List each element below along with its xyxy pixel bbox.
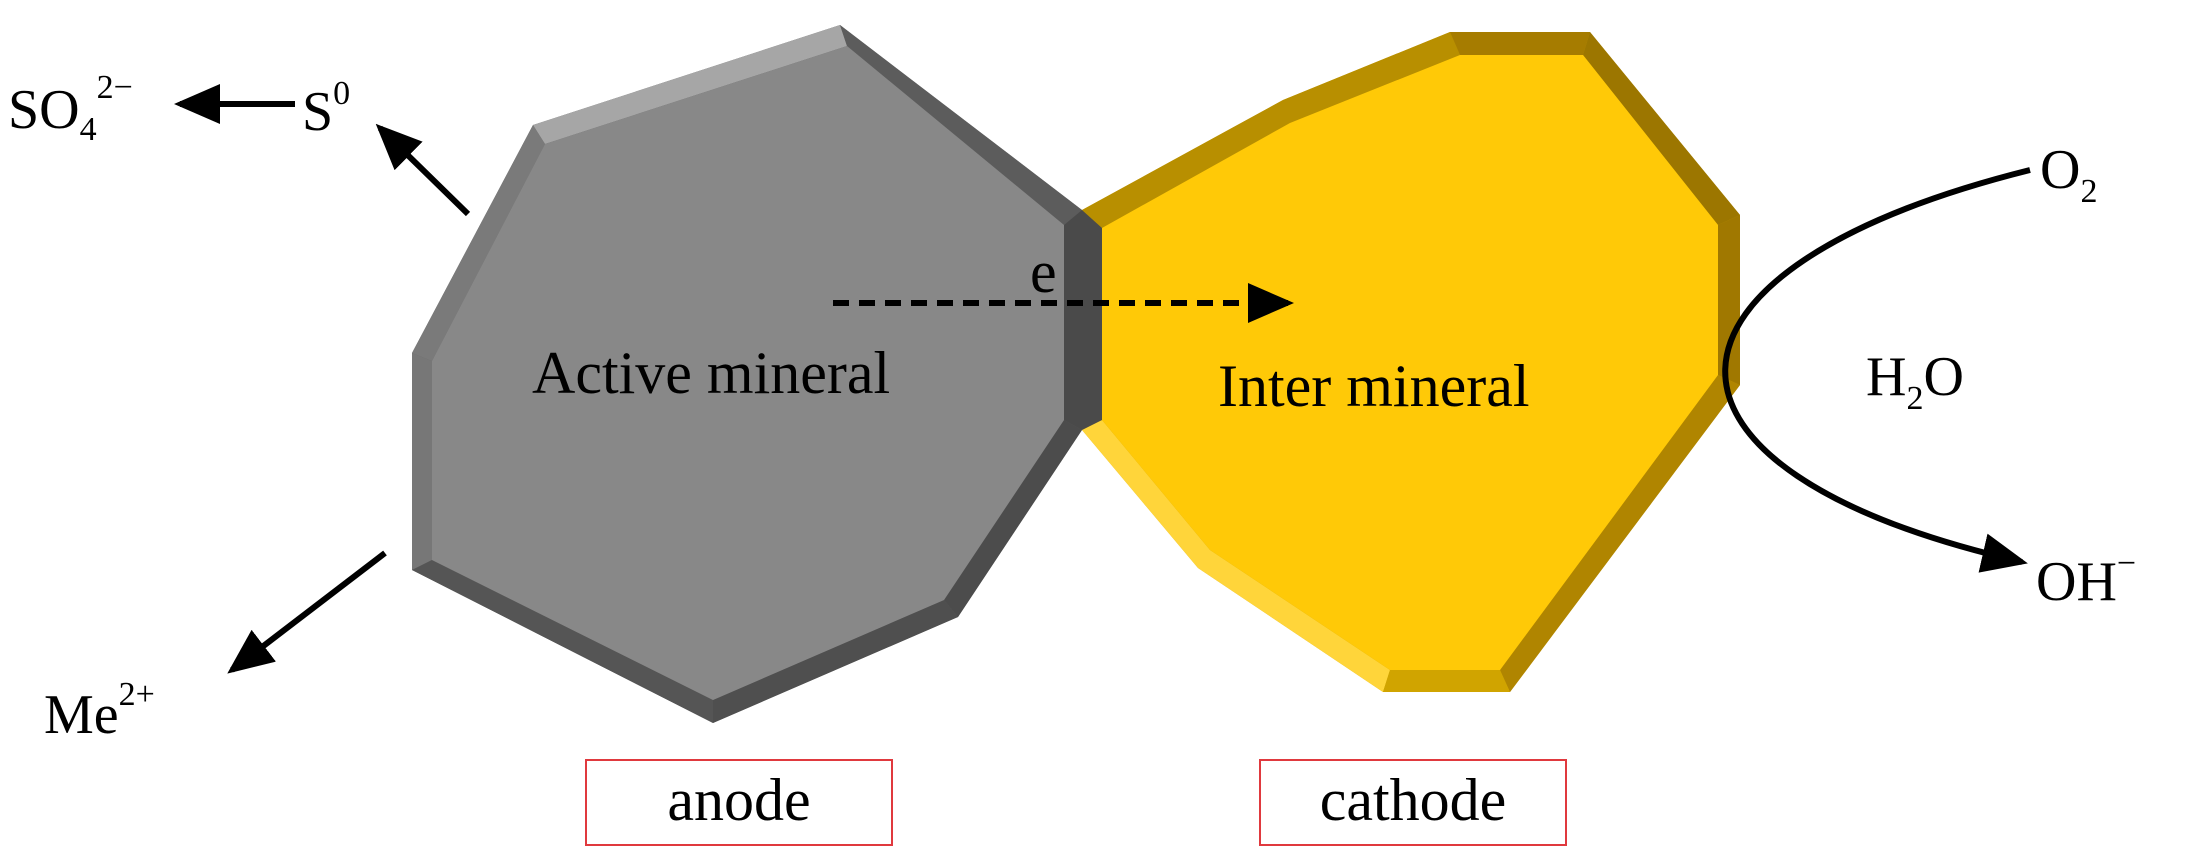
cathode-mineral-bevel-top xyxy=(1450,32,1590,55)
anode-mineral-bevel-top xyxy=(533,25,847,144)
cathode-mineral-bevel-bottom xyxy=(1383,670,1510,692)
cathode-mineral-bevel-lower-left xyxy=(1082,420,1390,692)
cathode-mineral-label: Inter mineral xyxy=(1218,353,1530,419)
sulfate-label: SO42− xyxy=(8,69,133,148)
anode-mineral-bevel-left xyxy=(412,125,545,361)
anode-mineral-bevel-leftside xyxy=(412,353,432,570)
cathode-mineral-bevel-topleft xyxy=(1082,32,1460,228)
electron-label: e xyxy=(1030,239,1057,305)
anode-mineral-bevel-bottomleft xyxy=(412,560,713,723)
anode-label: anode xyxy=(667,767,810,833)
cathode-label: cathode xyxy=(1320,767,1507,833)
hydroxide-label: OH− xyxy=(2036,545,2136,613)
cathode-label-box: cathode xyxy=(1259,759,1567,846)
anode-mineral-bevel-right xyxy=(840,25,1082,225)
metal-ion-release-arrow xyxy=(227,550,387,674)
oxygen-reduction-arrow xyxy=(1722,167,2031,573)
anode-mineral xyxy=(412,25,1082,723)
cathode-mineral-face xyxy=(1102,55,1718,670)
cathode-mineral-bevel-topright xyxy=(1583,32,1740,225)
sulfur-label: S0 xyxy=(302,75,350,143)
cathode-mineral xyxy=(1082,32,1740,692)
anode-mineral-face xyxy=(432,46,1064,700)
mineral-contact-edge xyxy=(1064,210,1102,430)
cathode-mineral-bevel-lowerright xyxy=(1500,375,1740,692)
oxygen-label: O2 xyxy=(2040,139,2097,210)
anode-label-box: anode xyxy=(585,759,893,846)
anode-mineral-bevel-lowerright xyxy=(944,420,1082,617)
metal-ion-label: Me2+ xyxy=(44,676,155,746)
sulfur-release-arrow xyxy=(375,123,471,217)
water-label: H2O xyxy=(1866,346,1964,417)
anode-mineral-bevel-bottom xyxy=(713,600,958,723)
anode-mineral-label: Active mineral xyxy=(532,340,890,406)
cathode-mineral-bevel-right xyxy=(1718,215,1740,385)
